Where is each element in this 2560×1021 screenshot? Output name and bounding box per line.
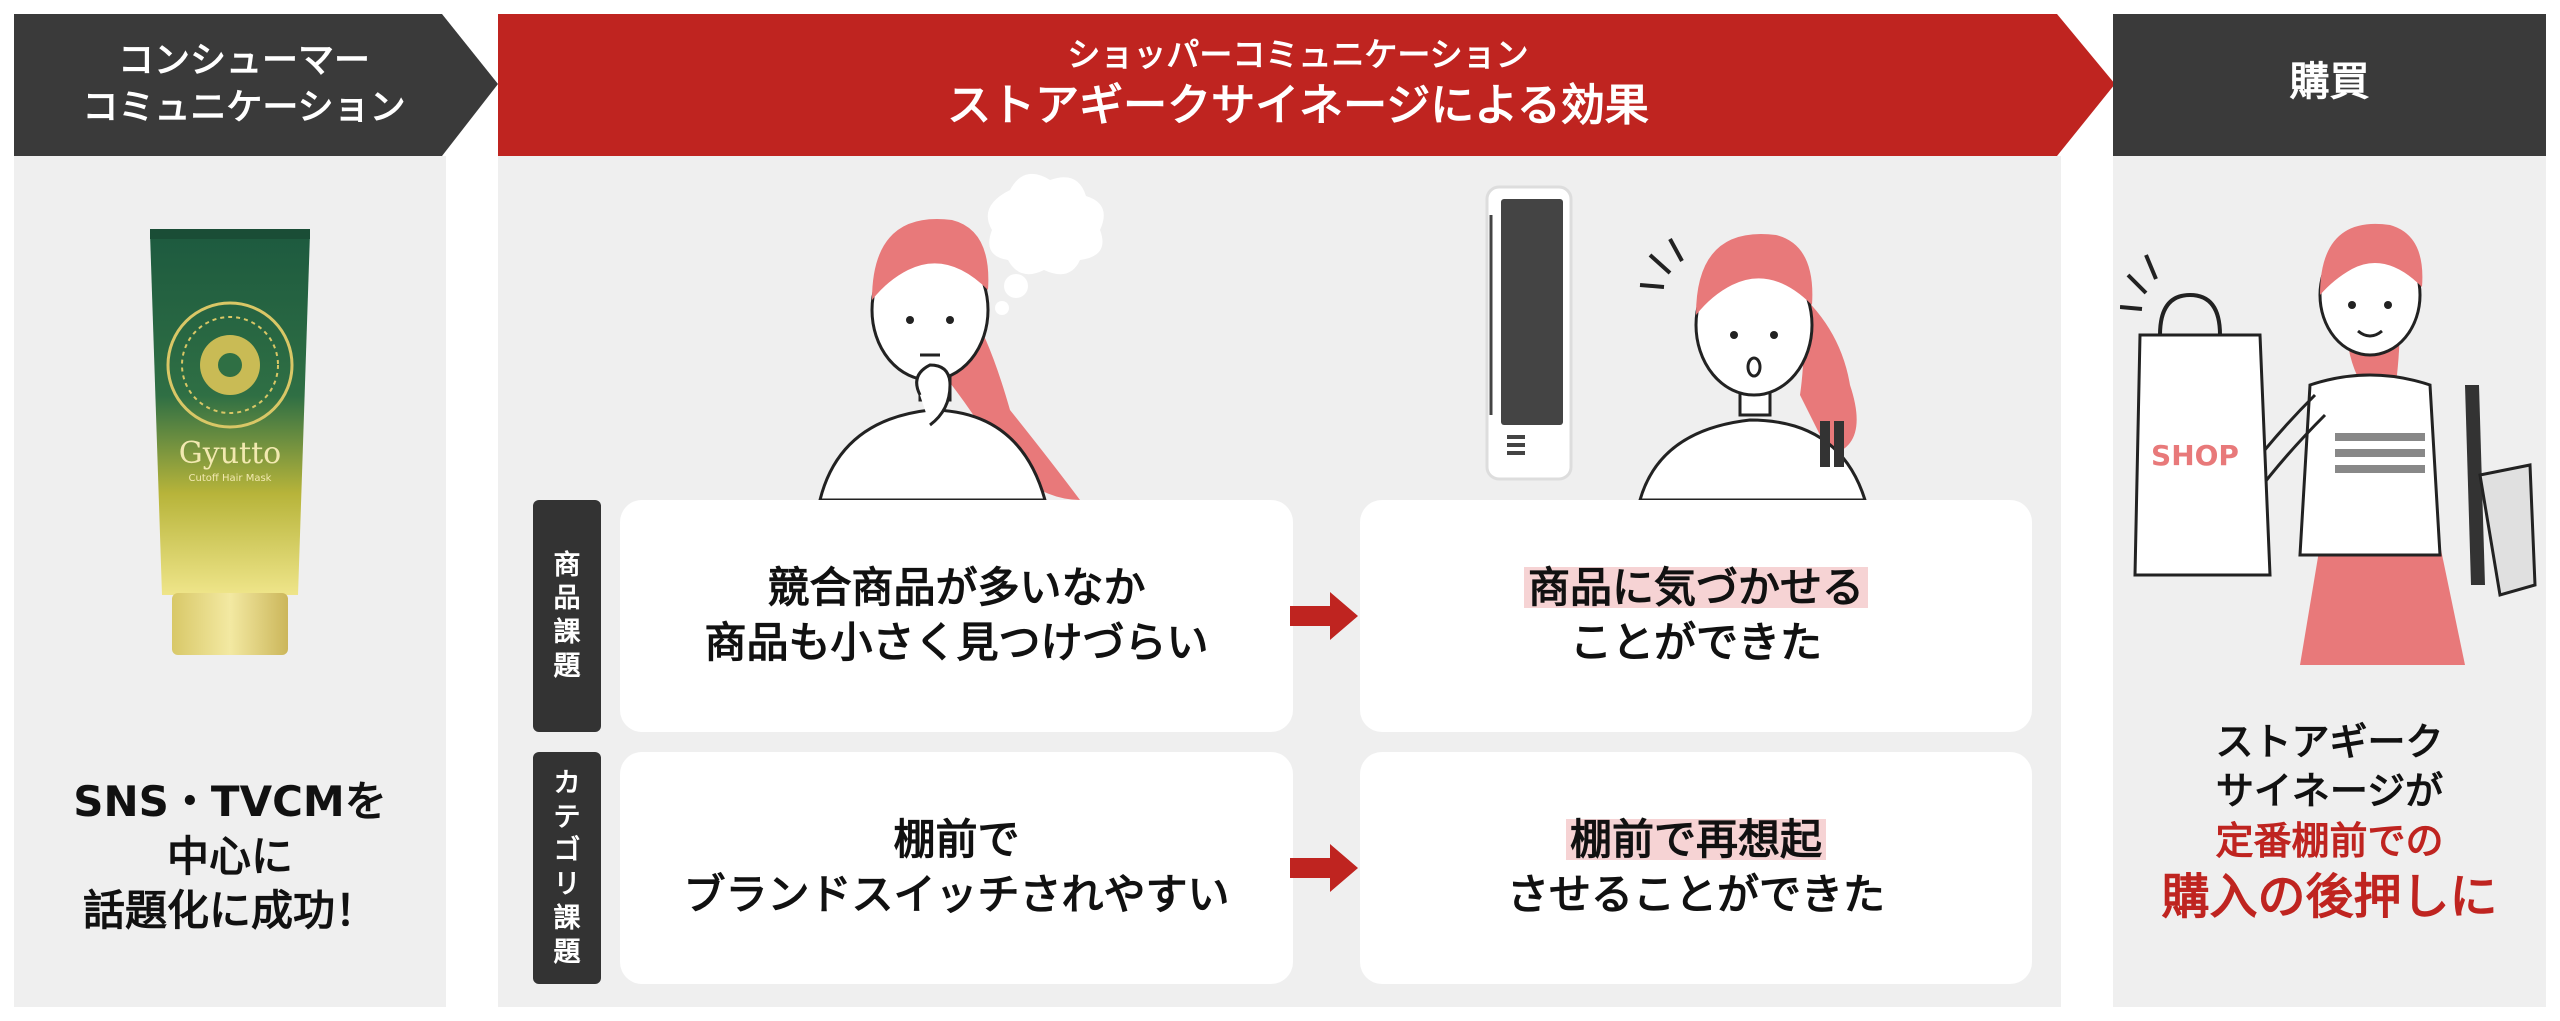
center-header-line1: ショッパーコミュニケーション bbox=[1067, 35, 1529, 74]
right-header-box bbox=[2113, 14, 2546, 156]
left-caption: SNS・TVCMを 中心に 話題化に成功！ bbox=[14, 775, 446, 939]
signage-device-illustration bbox=[1485, 185, 1573, 481]
center-header-chevron bbox=[498, 14, 2115, 156]
surprised-woman-illustration bbox=[1638, 234, 1867, 500]
row1-result-highlight: 商品に気づかせる bbox=[1523, 563, 1868, 613]
shopper-woman-illustration: SHOP bbox=[2120, 223, 2537, 665]
center-header-line2: ストアギークサイネージによる効果 bbox=[947, 79, 1649, 131]
row2-category-tag: カテゴリ課題 bbox=[533, 752, 601, 984]
row1-problem-line2: 商品も小さく見つけづらい bbox=[704, 618, 1209, 667]
row1-category-tag: 商品課題 bbox=[533, 500, 601, 732]
row1-arrow-right-icon bbox=[1290, 592, 1358, 640]
left-caption-line3: 話題化に成功！ bbox=[82, 886, 377, 936]
thinking-woman-illustration bbox=[818, 173, 1104, 500]
row2-problem-card: 棚前で ブランドスイッチされやすい bbox=[620, 752, 1293, 984]
product-brand-text: Gyutto bbox=[179, 436, 281, 471]
shop-bag-label: SHOP bbox=[2151, 439, 2239, 472]
left-caption-line2: 中心に bbox=[166, 831, 293, 881]
row2-arrow-right-icon bbox=[1290, 844, 1358, 892]
row1-problem-card: 競合商品が多いなか 商品も小さく見つけづらい bbox=[620, 500, 1293, 732]
center-header-title: ショッパーコミュニケーション ストアギークサイネージによる効果 bbox=[498, 34, 2098, 134]
row2-problem-line1: 棚前で bbox=[893, 815, 1020, 865]
row1-result-line2: ことができた bbox=[1569, 618, 1822, 667]
right-caption-line3: 定番棚前での bbox=[2215, 818, 2444, 863]
left-header-line2: コミュニケーション bbox=[82, 86, 406, 128]
right-caption-line2: サイネージが bbox=[2215, 769, 2444, 814]
row2-result-line2: させることができた bbox=[1506, 870, 1885, 919]
row2-result-highlight: 棚前で再想起 bbox=[1565, 815, 1826, 865]
header-chevrons bbox=[14, 14, 2546, 156]
row2-result-card: 棚前で再想起 させることができた bbox=[1360, 752, 2032, 984]
product-sub-text: Cutoff Hair Mask bbox=[189, 473, 272, 484]
left-header-chevron bbox=[14, 14, 498, 156]
right-caption: ストアギーク サイネージが 定番棚前での 購入の後押しに bbox=[2113, 718, 2546, 929]
row1-problem-line1: 競合商品が多いなか bbox=[767, 563, 1146, 613]
right-caption-line4: 購入の後押しに bbox=[2161, 869, 2498, 926]
product-tube-image: Gyutto Cutoff Hair Mask bbox=[150, 229, 310, 655]
right-header-title: 購買 bbox=[2289, 59, 2370, 105]
row2-problem-line2: ブランドスイッチされやすい bbox=[683, 870, 1230, 919]
row1-result-card: 商品に気づかせる ことができた bbox=[1360, 500, 2032, 732]
row2-tag-label: カテゴリ課題 bbox=[553, 767, 581, 968]
left-header-line1: コンシューマー bbox=[117, 40, 370, 81]
left-caption-line1: SNS・TVCMを bbox=[73, 777, 387, 826]
left-header-title: コンシューマー コミュニケーション bbox=[14, 38, 474, 132]
row1-tag-label: 商品課題 bbox=[553, 549, 581, 682]
right-caption-line1: ストアギーク bbox=[2215, 720, 2444, 764]
